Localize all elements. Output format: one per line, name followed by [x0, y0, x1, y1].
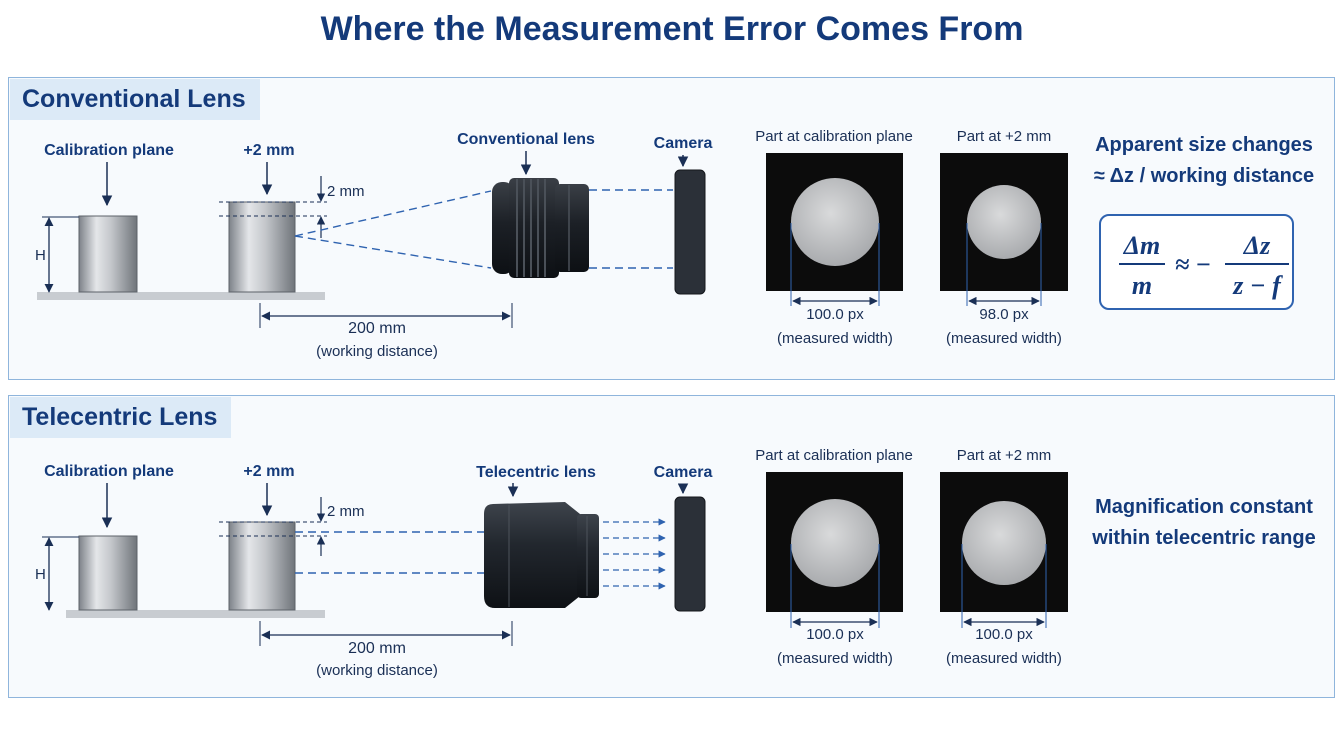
formula-den-left: m [1132, 271, 1152, 300]
tile-offset-note: (measured width) [946, 650, 1062, 667]
apparent-size-note: Apparent size changes ≈ Δz / working dis… [1089, 130, 1319, 192]
working-distance-note: (working distance) [316, 662, 438, 679]
magnification-note: Magnification constant within telecentri… [1089, 492, 1319, 554]
tile-calibration-value: 100.0 px [806, 626, 864, 643]
tile-offset-value: 98.0 px [979, 306, 1029, 323]
part-cylinder-calibration [78, 535, 138, 611]
page-title: Where the Measurement Error Comes From [320, 10, 1024, 48]
formula-den-right: z − f [1232, 271, 1283, 300]
working-distance-value: 200 mm [348, 640, 406, 657]
part-cylinder-offset [228, 521, 296, 611]
tile-offset-note: (measured width) [946, 330, 1062, 347]
panel-heading-conventional: Conventional Lens [10, 79, 260, 120]
panel-heading-telecentric: Telecentric Lens [10, 397, 232, 438]
formula-num-left: Δm [1123, 231, 1161, 260]
telecentric-lens-label: Telecentric lens [476, 464, 596, 481]
note-line-1: Magnification constant [1095, 496, 1313, 518]
magnification-formula: Δm m ≈ − Δz z − f [1099, 214, 1294, 310]
conventional-diagram: Calibration plane H +2 mm 2 mm 200 mm (w… [35, 128, 1068, 360]
part-disc-offset [967, 185, 1041, 259]
note-line-1: Apparent size changes [1095, 134, 1313, 156]
camera-body [674, 496, 706, 612]
conventional-lens [492, 178, 589, 278]
tile-calibration-title: Part at calibration plane [755, 447, 913, 464]
formula-num-right: Δz [1243, 231, 1271, 260]
telecentric-lens [484, 502, 599, 608]
working-distance-value: 200 mm [348, 320, 406, 337]
part-cylinder-calibration [78, 215, 138, 293]
telecentric-lens-panel: Calibration plane H +2 mm 2 mm 200 mm (w… [8, 395, 1335, 698]
shift-label: 2 mm [327, 183, 365, 200]
camera-label: Camera [654, 464, 713, 481]
formula-approx: ≈ − [1175, 250, 1211, 279]
calibration-plane-label: Calibration plane [44, 463, 174, 480]
tile-offset-title: Part at +2 mm [957, 447, 1052, 464]
tile-offset-title: Part at +2 mm [957, 128, 1052, 145]
tile-calibration-note: (measured width) [777, 330, 893, 347]
offset-label: +2 mm [243, 463, 294, 480]
working-distance-note: (working distance) [316, 343, 438, 360]
part-cylinder-offset [228, 201, 296, 293]
tile-offset-value: 100.0 px [975, 626, 1033, 643]
offset-label: +2 mm [243, 142, 294, 159]
calibration-plane-label: Calibration plane [44, 142, 174, 159]
telecentric-diagram: Calibration plane H +2 mm 2 mm 200 mm (w… [35, 447, 1068, 679]
shift-label: 2 mm [327, 503, 365, 520]
base-plate [66, 610, 325, 618]
part-disc-calibration [791, 499, 879, 587]
base-plate [37, 292, 325, 300]
conventional-lens-label: Conventional lens [457, 131, 595, 148]
camera-label: Camera [654, 135, 713, 152]
height-label: H [35, 566, 46, 583]
part-disc-calibration [791, 178, 879, 266]
note-line-2: ≈ Δz / working distance [1093, 165, 1315, 187]
height-label: H [35, 247, 46, 264]
tile-calibration-title: Part at calibration plane [755, 128, 913, 145]
note-line-2: within telecentric range [1092, 527, 1316, 549]
tile-calibration-value: 100.0 px [806, 306, 864, 323]
part-disc-offset [962, 501, 1046, 585]
tile-calibration-note: (measured width) [777, 650, 893, 667]
camera-body [674, 169, 706, 295]
conventional-lens-panel: Calibration plane H +2 mm 2 mm 200 mm (w… [8, 77, 1335, 380]
